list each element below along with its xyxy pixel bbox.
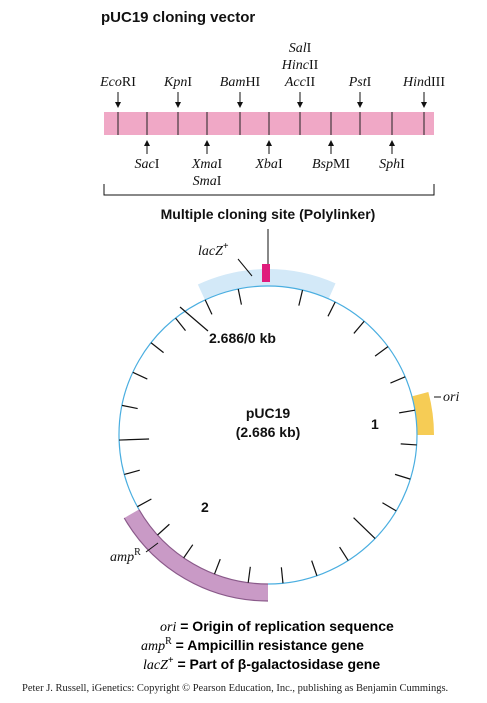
- minor-tick: [327, 301, 336, 317]
- amp-label: ampR: [110, 547, 141, 565]
- minor-tick: [382, 502, 397, 512]
- minor-tick: [137, 498, 152, 508]
- restriction-site-label: PstI: [348, 75, 372, 90]
- site-arrowhead: [237, 102, 243, 108]
- legend-amp: ampR = Ampicillin resistance gene: [141, 636, 364, 654]
- minor-tick: [374, 346, 389, 357]
- site-arrowhead: [115, 102, 121, 108]
- polylinker-bracket: [103, 184, 435, 196]
- scale-ticks: [119, 288, 417, 584]
- restriction-site-label: SalI: [289, 41, 312, 56]
- minor-tick: [399, 409, 416, 414]
- title: pUC19 cloning vector: [101, 9, 255, 26]
- restriction-site-label: SmaI: [193, 174, 222, 189]
- restriction-site-label: AccII: [284, 75, 316, 90]
- restriction-site-label: HindIII: [402, 75, 445, 90]
- minor-tick: [311, 560, 318, 576]
- site-arrowhead: [144, 140, 150, 146]
- amp-leader: [145, 542, 159, 553]
- site-arrowhead: [357, 102, 363, 108]
- polylinker: EcoRI KpnI BamHI SalI HincII AccII PstI HindIII…: [99, 41, 445, 276]
- plasmid-size: (2.686 kb): [236, 424, 301, 440]
- restriction-site-label: BspMI: [312, 157, 350, 172]
- legend-ori: ori = Origin of replication sequence: [160, 618, 394, 635]
- site-arrowhead: [204, 140, 210, 146]
- restriction-site-label: EcoRI: [99, 75, 136, 90]
- sites-below: SacI XmaI SmaI XbaI BspMI SphI: [135, 140, 405, 189]
- amp-outer-edge: [123, 517, 269, 602]
- minor-tick: [237, 288, 243, 305]
- ori-label: ori: [443, 390, 459, 405]
- site-arrowhead: [297, 102, 303, 108]
- site-arrowhead: [175, 102, 181, 108]
- restriction-site-label: SacI: [135, 157, 160, 172]
- origin-label: 2.686/0 kb: [209, 330, 276, 346]
- lacz-leader: [237, 258, 253, 277]
- minor-tick: [157, 523, 170, 536]
- site-arrowhead: [328, 140, 334, 146]
- tick-2-label: 2: [201, 499, 209, 515]
- lacz-region: [197, 269, 268, 300]
- credit-line: Peter J. Russell, iGenetics: Copyright ©…: [22, 683, 449, 694]
- restriction-site-label: SphI: [379, 157, 405, 172]
- site-arrowhead: [266, 140, 272, 146]
- site-arrowhead: [389, 140, 395, 146]
- site-arrowhead: [421, 102, 427, 108]
- restriction-site-label: HincII: [281, 58, 319, 73]
- minor-tick: [390, 376, 406, 384]
- restriction-site-label: KpnI: [163, 75, 192, 90]
- major-tick: [353, 517, 376, 539]
- minor-tick: [121, 404, 138, 410]
- origin-tick: [179, 306, 209, 332]
- minor-tick: [132, 371, 148, 380]
- minor-tick: [280, 567, 284, 584]
- minor-tick: [150, 342, 164, 354]
- minor-tick: [247, 566, 251, 583]
- restriction-site-label: BamHI: [220, 75, 261, 90]
- minor-tick: [353, 320, 365, 334]
- minor-tick: [175, 317, 186, 332]
- polylinker-dividers: [117, 112, 425, 135]
- minor-tick: [339, 546, 349, 561]
- restriction-site-label: XmaI: [191, 157, 223, 172]
- minor-tick: [298, 289, 304, 306]
- major-tick: [119, 438, 150, 441]
- ring-inner-edge: [267, 285, 418, 585]
- minor-tick: [204, 299, 213, 315]
- minor-tick: [183, 544, 194, 559]
- tick-1-label: 1: [371, 416, 379, 432]
- minor-tick: [213, 558, 221, 575]
- plasmid-ring: [118, 269, 434, 602]
- ring-inner-edge: [118, 285, 269, 510]
- polylinker-caption: Multiple cloning site (Polylinker): [161, 206, 376, 222]
- plasmid-name: pUC19: [246, 405, 291, 421]
- minor-tick: [394, 473, 411, 480]
- ori-segment: [411, 392, 434, 435]
- lacz-region: [268, 269, 336, 299]
- legend: ori = Origin of replication sequence amp…: [141, 618, 394, 673]
- amp-segment: [124, 509, 269, 601]
- minor-tick: [400, 443, 417, 446]
- lacz-label: lacZ+: [198, 241, 229, 259]
- plasmid-map: lacZ+ 2.686/0 kb pUC19 (2.686 kb) 1 2 or…: [110, 241, 459, 602]
- legend-lacz: lacZ+ = Part of β-galactosidase gene: [143, 655, 380, 673]
- sites-above: EcoRI KpnI BamHI SalI HincII AccII PstI HindIII: [99, 41, 445, 108]
- restriction-site-label: XbaI: [254, 157, 283, 172]
- minor-tick: [124, 469, 140, 476]
- lacz-marker: [262, 264, 270, 282]
